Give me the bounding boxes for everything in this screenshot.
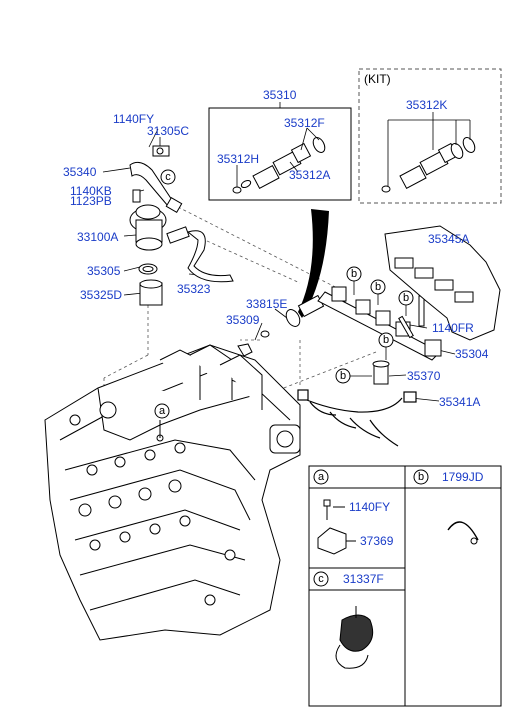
part-35312K[interactable]: 35312K: [406, 98, 448, 112]
injector-assembly: [232, 137, 326, 194]
part-35345A[interactable]: 35345A: [428, 232, 470, 246]
legend-b-letter: b: [417, 471, 425, 483]
part-1140FY[interactable]: 1140FY: [113, 112, 155, 126]
legend-a-parts: [317, 499, 356, 555]
callout-c-letter: c: [165, 171, 171, 183]
kit-injector: [381, 137, 476, 193]
small-parts: [237, 330, 270, 357]
part-33100A[interactable]: 33100A: [77, 230, 119, 244]
part-35370[interactable]: 35370: [407, 369, 441, 383]
legend-c-bundle: [335, 606, 374, 669]
part-35340[interactable]: 35340: [63, 165, 97, 179]
legend-b-part-1799JD[interactable]: 1799JD: [442, 470, 484, 484]
part-35312H[interactable]: 35312H: [217, 152, 260, 166]
legend-b-circle: [413, 469, 429, 485]
high-pressure-pump: [129, 145, 234, 306]
part-1140KB[interactable]: 1140KB: [70, 184, 112, 198]
wiring-harness: [297, 389, 417, 447]
fuel-rail-assembly: [285, 286, 442, 385]
legend-table: [308, 465, 502, 707]
callout-a-engine-circle: [154, 403, 170, 419]
legend-b-clip-end: [470, 537, 478, 545]
callout-b-letter-1: b: [350, 268, 358, 280]
kit-box: [358, 68, 502, 204]
legend-a-letter: a: [317, 471, 325, 483]
callout-b-letter-3: b: [402, 292, 410, 304]
black-arrow-shape: [298, 209, 329, 318]
legend-a-part-37369[interactable]: 37369: [360, 534, 394, 548]
part-35312A[interactable]: 35312A: [289, 168, 331, 182]
legend-a-part-1140FY[interactable]: 1140FY: [349, 500, 391, 514]
part-35310[interactable]: 35310: [263, 88, 297, 102]
legend-a-circle: [313, 469, 329, 485]
callout-a-engine-letter: a: [158, 405, 166, 417]
callout-c-circle: [160, 169, 176, 185]
legend-c-circle: [313, 571, 329, 587]
callout-b-letter-4: b: [382, 334, 390, 346]
part-35341A[interactable]: 35341A: [439, 395, 481, 409]
part-35323[interactable]: 35323: [177, 282, 211, 296]
legend-b-clip: [447, 521, 479, 541]
part-35312F-main[interactable]: 35312F: [284, 116, 325, 130]
part-35325D[interactable]: 35325D: [80, 288, 123, 302]
part-35305[interactable]: 35305: [87, 264, 121, 278]
callout-b-letter-2: b: [374, 281, 382, 293]
part-33815E[interactable]: 33815E: [246, 297, 288, 311]
part-35304[interactable]: 35304: [455, 347, 489, 361]
legend-c-letter: c: [318, 573, 324, 585]
callout-b-letter-5: b: [339, 370, 347, 382]
engine-block: [44, 344, 301, 641]
part-1123PB[interactable]: 1123PB: [70, 194, 112, 208]
kit-label: (KIT): [364, 72, 391, 86]
part-1140FR[interactable]: 1140FR: [432, 321, 474, 335]
legend-c-part-31337F[interactable]: 31337F: [343, 572, 384, 586]
part-35309[interactable]: 35309: [226, 313, 260, 327]
part-31305C[interactable]: 31305C: [147, 124, 190, 138]
engine-cover: [384, 225, 501, 341]
